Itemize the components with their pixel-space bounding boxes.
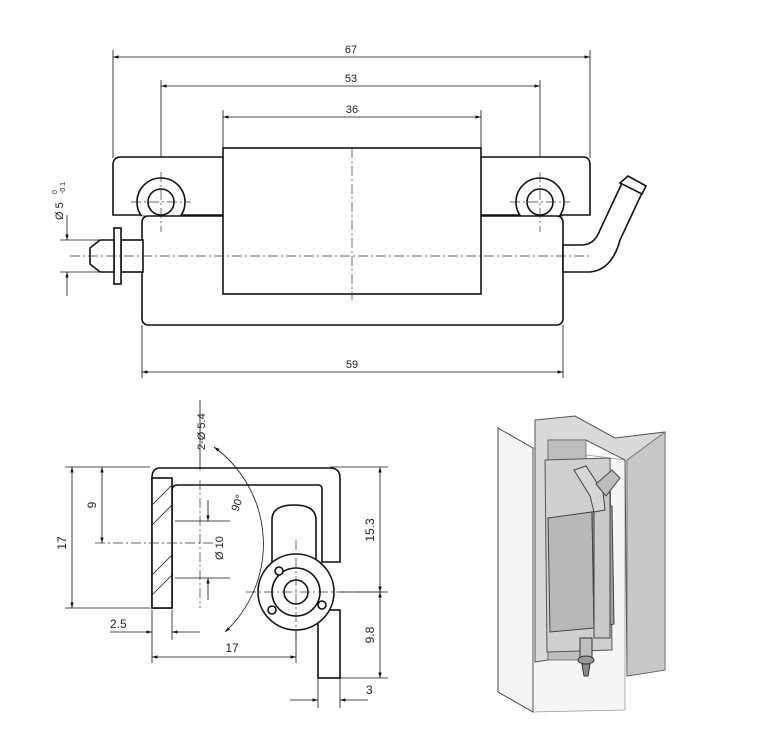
lever-tip — [618, 175, 648, 196]
dim-9-8-label: 9.8 — [363, 626, 377, 643]
svg-text:0: 0 — [52, 190, 59, 194]
top-view: 67 53 36 59 — [52, 44, 648, 378]
side-view: 90° 2-Ø 5.4 Ø 10 17 9 15.3 9.8 2.5 — [55, 400, 388, 708]
dim-angle-label: 90° — [230, 493, 247, 513]
dim-59-label: 59 — [346, 359, 358, 371]
iso-lever — [573, 465, 606, 513]
dim-2-5-label: 2.5 — [110, 617, 127, 631]
dim-9-label: 9 — [85, 501, 99, 508]
dim-36-label: 36 — [346, 104, 358, 116]
dim-67-label: 67 — [345, 44, 357, 56]
dim-17-horizontal-label: 17 — [225, 641, 239, 655]
iso-left-panel — [497, 427, 534, 713]
dim-height-label: 17 — [55, 536, 69, 550]
dim-3-label: 3 — [366, 683, 373, 697]
dim-holes-label: 2-Ø 5.4 — [196, 413, 208, 450]
pin-lever — [562, 175, 648, 273]
knuckle-boss — [271, 504, 317, 569]
dim-pin-diameter-label: Ø 5 — [54, 202, 66, 220]
isometric-render — [497, 415, 666, 713]
iso-hinge-body — [547, 511, 595, 633]
svg-text:-0.1: -0.1 — [60, 182, 67, 194]
dim-53-label: 53 — [345, 73, 357, 85]
angle-arc — [213, 446, 264, 633]
dim-15-3-label: 15.3 — [363, 518, 377, 542]
dim-boss-diameter-label: Ø 10 — [214, 536, 226, 560]
